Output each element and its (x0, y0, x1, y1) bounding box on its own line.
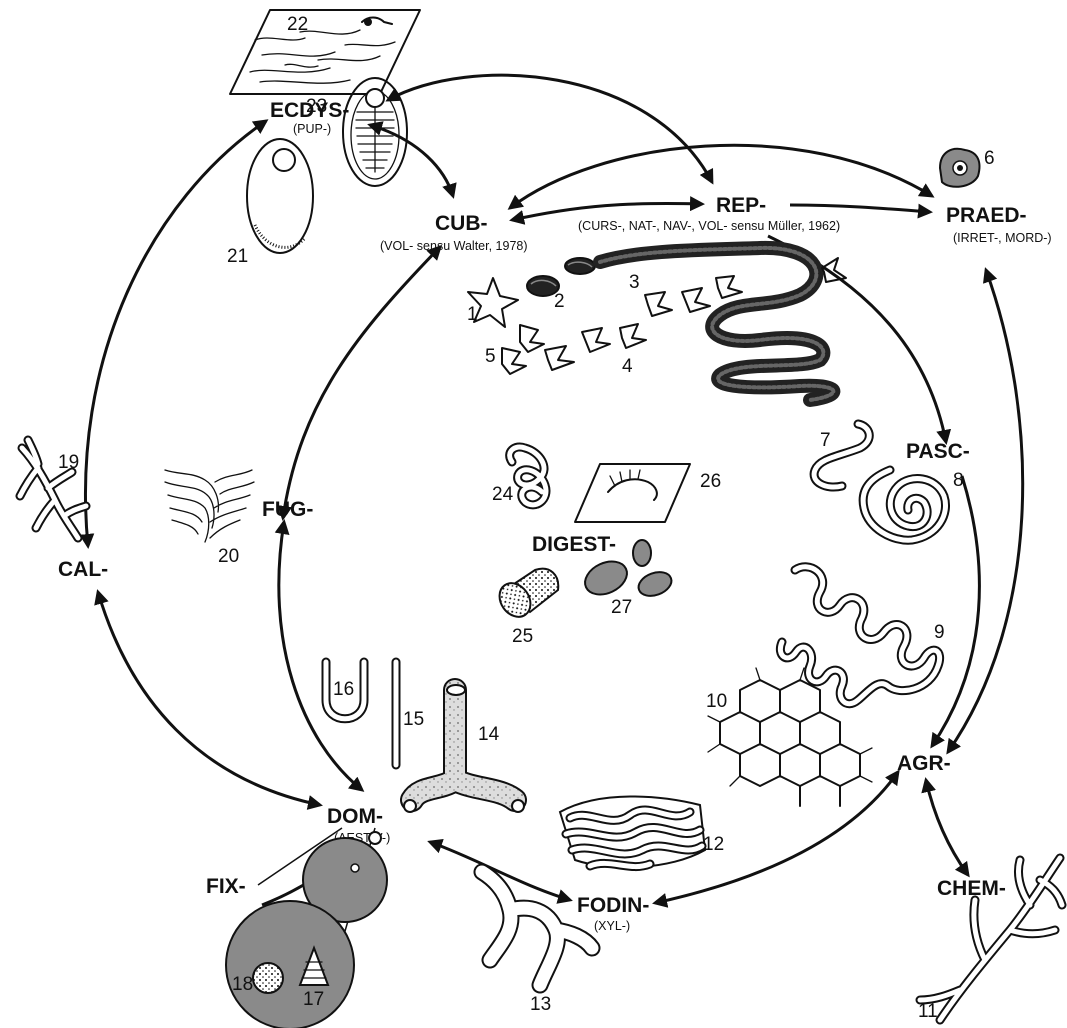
illustration-26-digested-slab: 26 (575, 464, 721, 522)
label-digest: DIGEST- (532, 533, 616, 556)
number-9: 9 (934, 622, 945, 643)
number-13: 13 (530, 994, 551, 1015)
number-22: 22 (287, 14, 308, 35)
number-16: 16 (333, 679, 354, 700)
arrow-fug-dom (279, 522, 362, 790)
number-5: 5 (485, 346, 496, 367)
number-14: 14 (478, 724, 500, 745)
label-cub: CUB- (435, 212, 488, 235)
illustration-22-moult-slab: 22 (230, 10, 420, 94)
number-18: 18 (232, 974, 253, 995)
illustration-16-u-burrow: 16 (326, 662, 364, 719)
label-fug: FUG- (262, 498, 313, 521)
illustration-2-resting-traces: 2 (527, 258, 595, 312)
number-24: 24 (492, 484, 514, 505)
number-23: 23 (306, 96, 327, 117)
label-fodin-sub: (XYL-) (594, 919, 630, 933)
label-agr: AGR- (897, 752, 951, 775)
illustration-6-bored-shell: 6 (940, 148, 995, 187)
illustration-7-trail: 7 (814, 424, 869, 487)
illustration-1-star-trace: 1 (467, 278, 518, 327)
illustration-21-egg: 21 (227, 139, 313, 267)
label-praed-sub: (IRRET-, MORD-) (953, 231, 1052, 245)
arrow-cub-fug (283, 247, 440, 518)
label-praed: PRAED- (946, 204, 1027, 227)
illustration-24-coiled-trace: 24 (492, 447, 546, 505)
number-1: 1 (467, 304, 478, 325)
category-labels: ECDYS- (PUP-) CUB- (VOL- sensu Walter, 1… (58, 99, 1052, 933)
illustration-8-spiral: 8 (863, 470, 963, 540)
number-7: 7 (820, 430, 831, 451)
label-chem: CHEM- (937, 877, 1006, 900)
label-fodin: FODIN- (577, 894, 649, 917)
arrow-cub-rep (512, 203, 702, 220)
number-20: 20 (218, 546, 239, 567)
number-3: 3 (629, 272, 640, 293)
number-2: 2 (554, 291, 565, 312)
number-6: 6 (984, 148, 995, 169)
number-25: 25 (512, 626, 533, 647)
illustration-17-18-fixation-inset: 18 17 (226, 828, 387, 1028)
number-12: 12 (703, 834, 724, 855)
number-4: 4 (622, 356, 633, 377)
label-cub-sub: (VOL- sensu Walter, 1978) (380, 239, 528, 253)
arrow-ecdys-cal (85, 121, 266, 546)
illustration-20-escape-trace: 20 (165, 470, 254, 567)
number-15: 15 (403, 709, 424, 730)
number-11: 11 (918, 1001, 938, 1022)
illustration-19-branching-boring: 19 (20, 440, 86, 538)
label-rep-sub: (CURS-, NAT-, NAV-, VOL- sensu Müller, 1… (578, 219, 840, 233)
number-26: 26 (700, 471, 721, 492)
label-ecdys-sub: (PUP-) (293, 122, 331, 136)
illustration-12-gallery-system: 12 (560, 796, 724, 867)
number-8: 8 (953, 470, 964, 491)
label-fix: FIX- (206, 875, 246, 898)
arrow-agr-chem (926, 780, 968, 875)
arrows (85, 75, 1022, 905)
illustration-13-branched-burrow: 13 (482, 872, 592, 1015)
label-pasc: PASC- (906, 440, 970, 463)
illustration-25-cylinder-pellet: 25 (493, 569, 558, 647)
arrow-praed-agr (948, 270, 1023, 752)
illustration-14-t-burrow: 14 (404, 685, 524, 812)
label-cal: CAL- (58, 558, 108, 581)
number-21: 21 (227, 246, 248, 267)
number-19: 19 (58, 452, 79, 473)
number-10: 10 (706, 691, 727, 712)
label-rep: REP- (716, 194, 766, 217)
illustration-15-vertical-burrow: 15 (396, 662, 424, 765)
illustration-10-hexagonal-net: 10 (706, 668, 872, 806)
label-dom: DOM- (327, 805, 383, 828)
arrow-rep-praed (790, 205, 930, 212)
number-27: 27 (611, 597, 632, 618)
arrow-cal-dom (98, 592, 320, 805)
number-17: 17 (303, 989, 324, 1010)
